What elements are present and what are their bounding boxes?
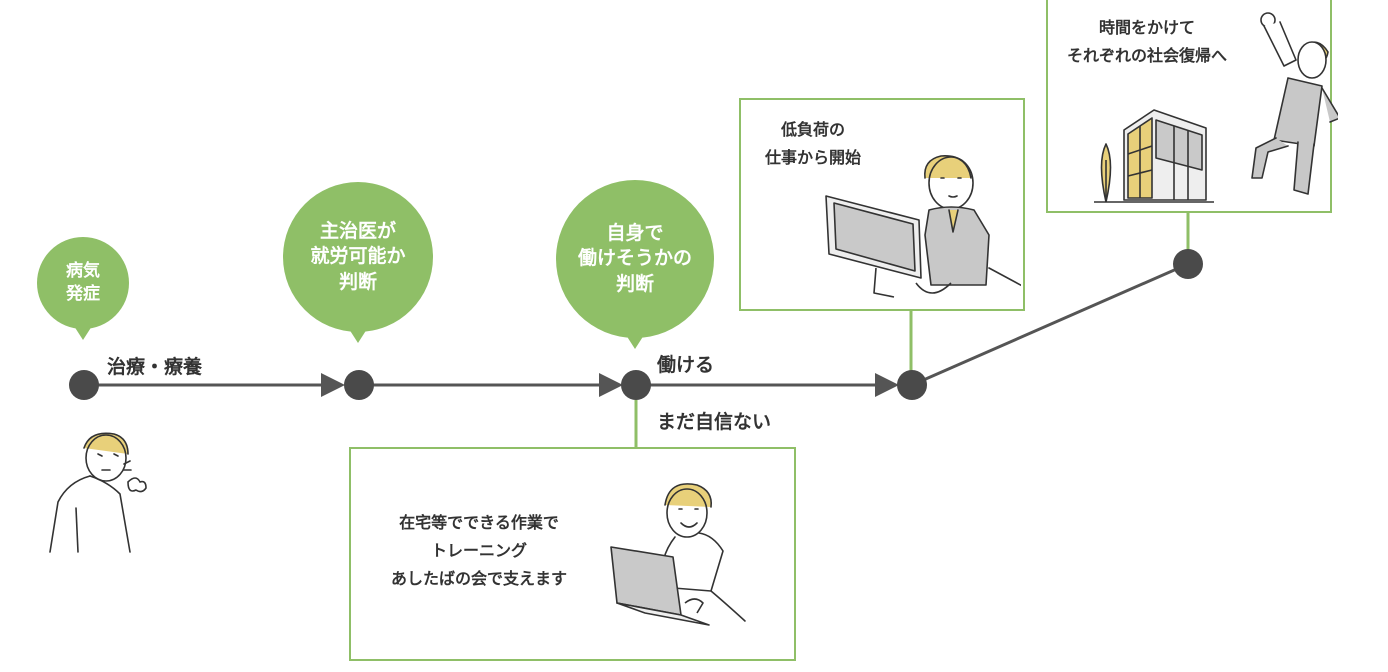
label-treatment: 治療・療養 xyxy=(107,356,203,378)
bubble-doctor: 主治医が 就労可能か 判断 xyxy=(283,182,433,343)
bubble-tail xyxy=(74,326,92,340)
box-reintegration: 時間をかけて それぞれの社会復帰へ xyxy=(1046,0,1338,213)
home-worker-illustration xyxy=(610,483,746,626)
bubble-doctor-text: 主治医が 就労可能か 判断 xyxy=(310,219,406,293)
box-reintegration-text: 時間をかけて それぞれの社会復帰へ xyxy=(1066,18,1227,65)
box-training-text: 在宅等でできる作業で トレーニング あしたばの会で支えます xyxy=(390,513,567,588)
box-training: 在宅等でできる作業で トレーニング あしたばの会で支えます xyxy=(349,447,796,661)
box-low-load: 低負荷の 仕事から開始 xyxy=(739,98,1025,311)
node-onset xyxy=(69,370,99,400)
celebrating-worker-illustration xyxy=(1251,12,1338,195)
bubble-onset: 病気 発症 xyxy=(37,237,129,340)
bubble-onset-text: 病気 発症 xyxy=(66,261,100,304)
node-work xyxy=(897,370,927,400)
node-reintegration xyxy=(1173,249,1203,279)
sick-person-illustration xyxy=(49,432,147,553)
node-self xyxy=(621,370,651,400)
label-not-confident: まだ自信ない xyxy=(657,411,772,433)
bubble-self-text: 自身で 働けそうかの 判断 xyxy=(577,221,692,295)
bubble-tail xyxy=(349,329,367,343)
box-low-load-text: 低負荷の 仕事から開始 xyxy=(764,120,861,167)
building-illustration xyxy=(1094,109,1214,203)
label-can-work: 働ける xyxy=(657,354,715,376)
bubble-tail xyxy=(626,335,644,349)
node-doctor xyxy=(344,370,374,400)
office-worker-illustration xyxy=(825,155,1021,298)
bubble-self: 自身で 働けそうかの 判断 xyxy=(556,180,714,349)
line-rise xyxy=(911,262,1189,387)
